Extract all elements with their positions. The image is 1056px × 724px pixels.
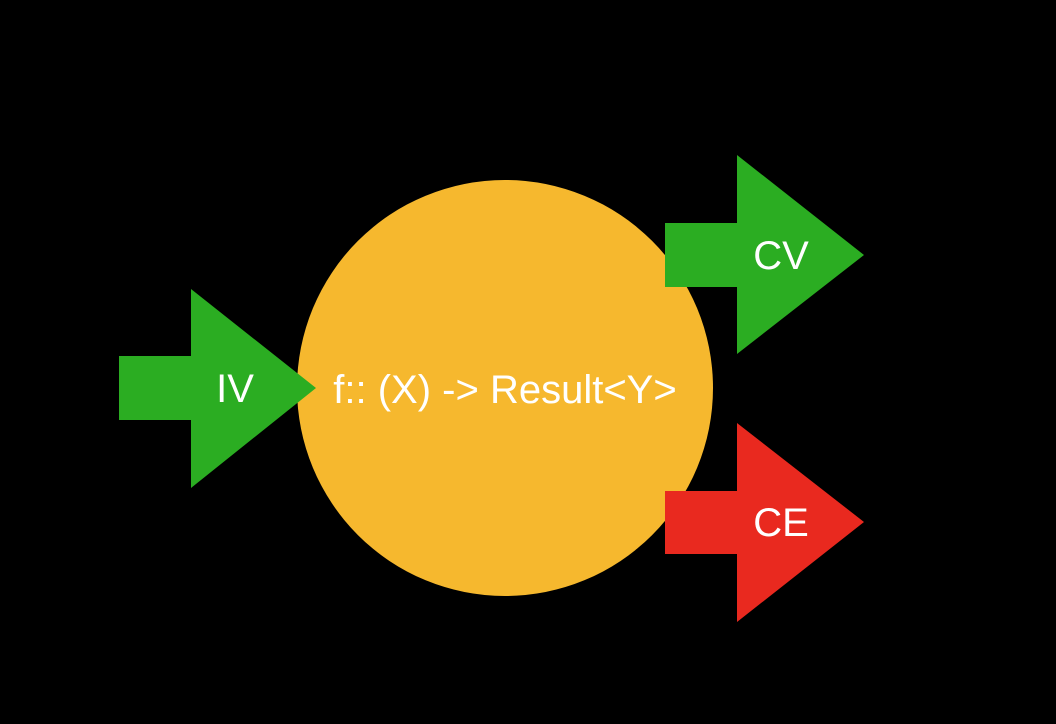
function-circle xyxy=(297,180,713,596)
input-arrow-label: IV xyxy=(216,367,254,411)
output-arrow-cv-label: CV xyxy=(753,234,809,278)
output-arrow-cv xyxy=(665,155,864,354)
input-arrow xyxy=(119,289,316,488)
output-arrow-ce xyxy=(665,423,864,622)
output-arrow-ce-label: CE xyxy=(753,501,809,545)
function-label: f:: (X) -> Result<Y> xyxy=(333,368,676,412)
